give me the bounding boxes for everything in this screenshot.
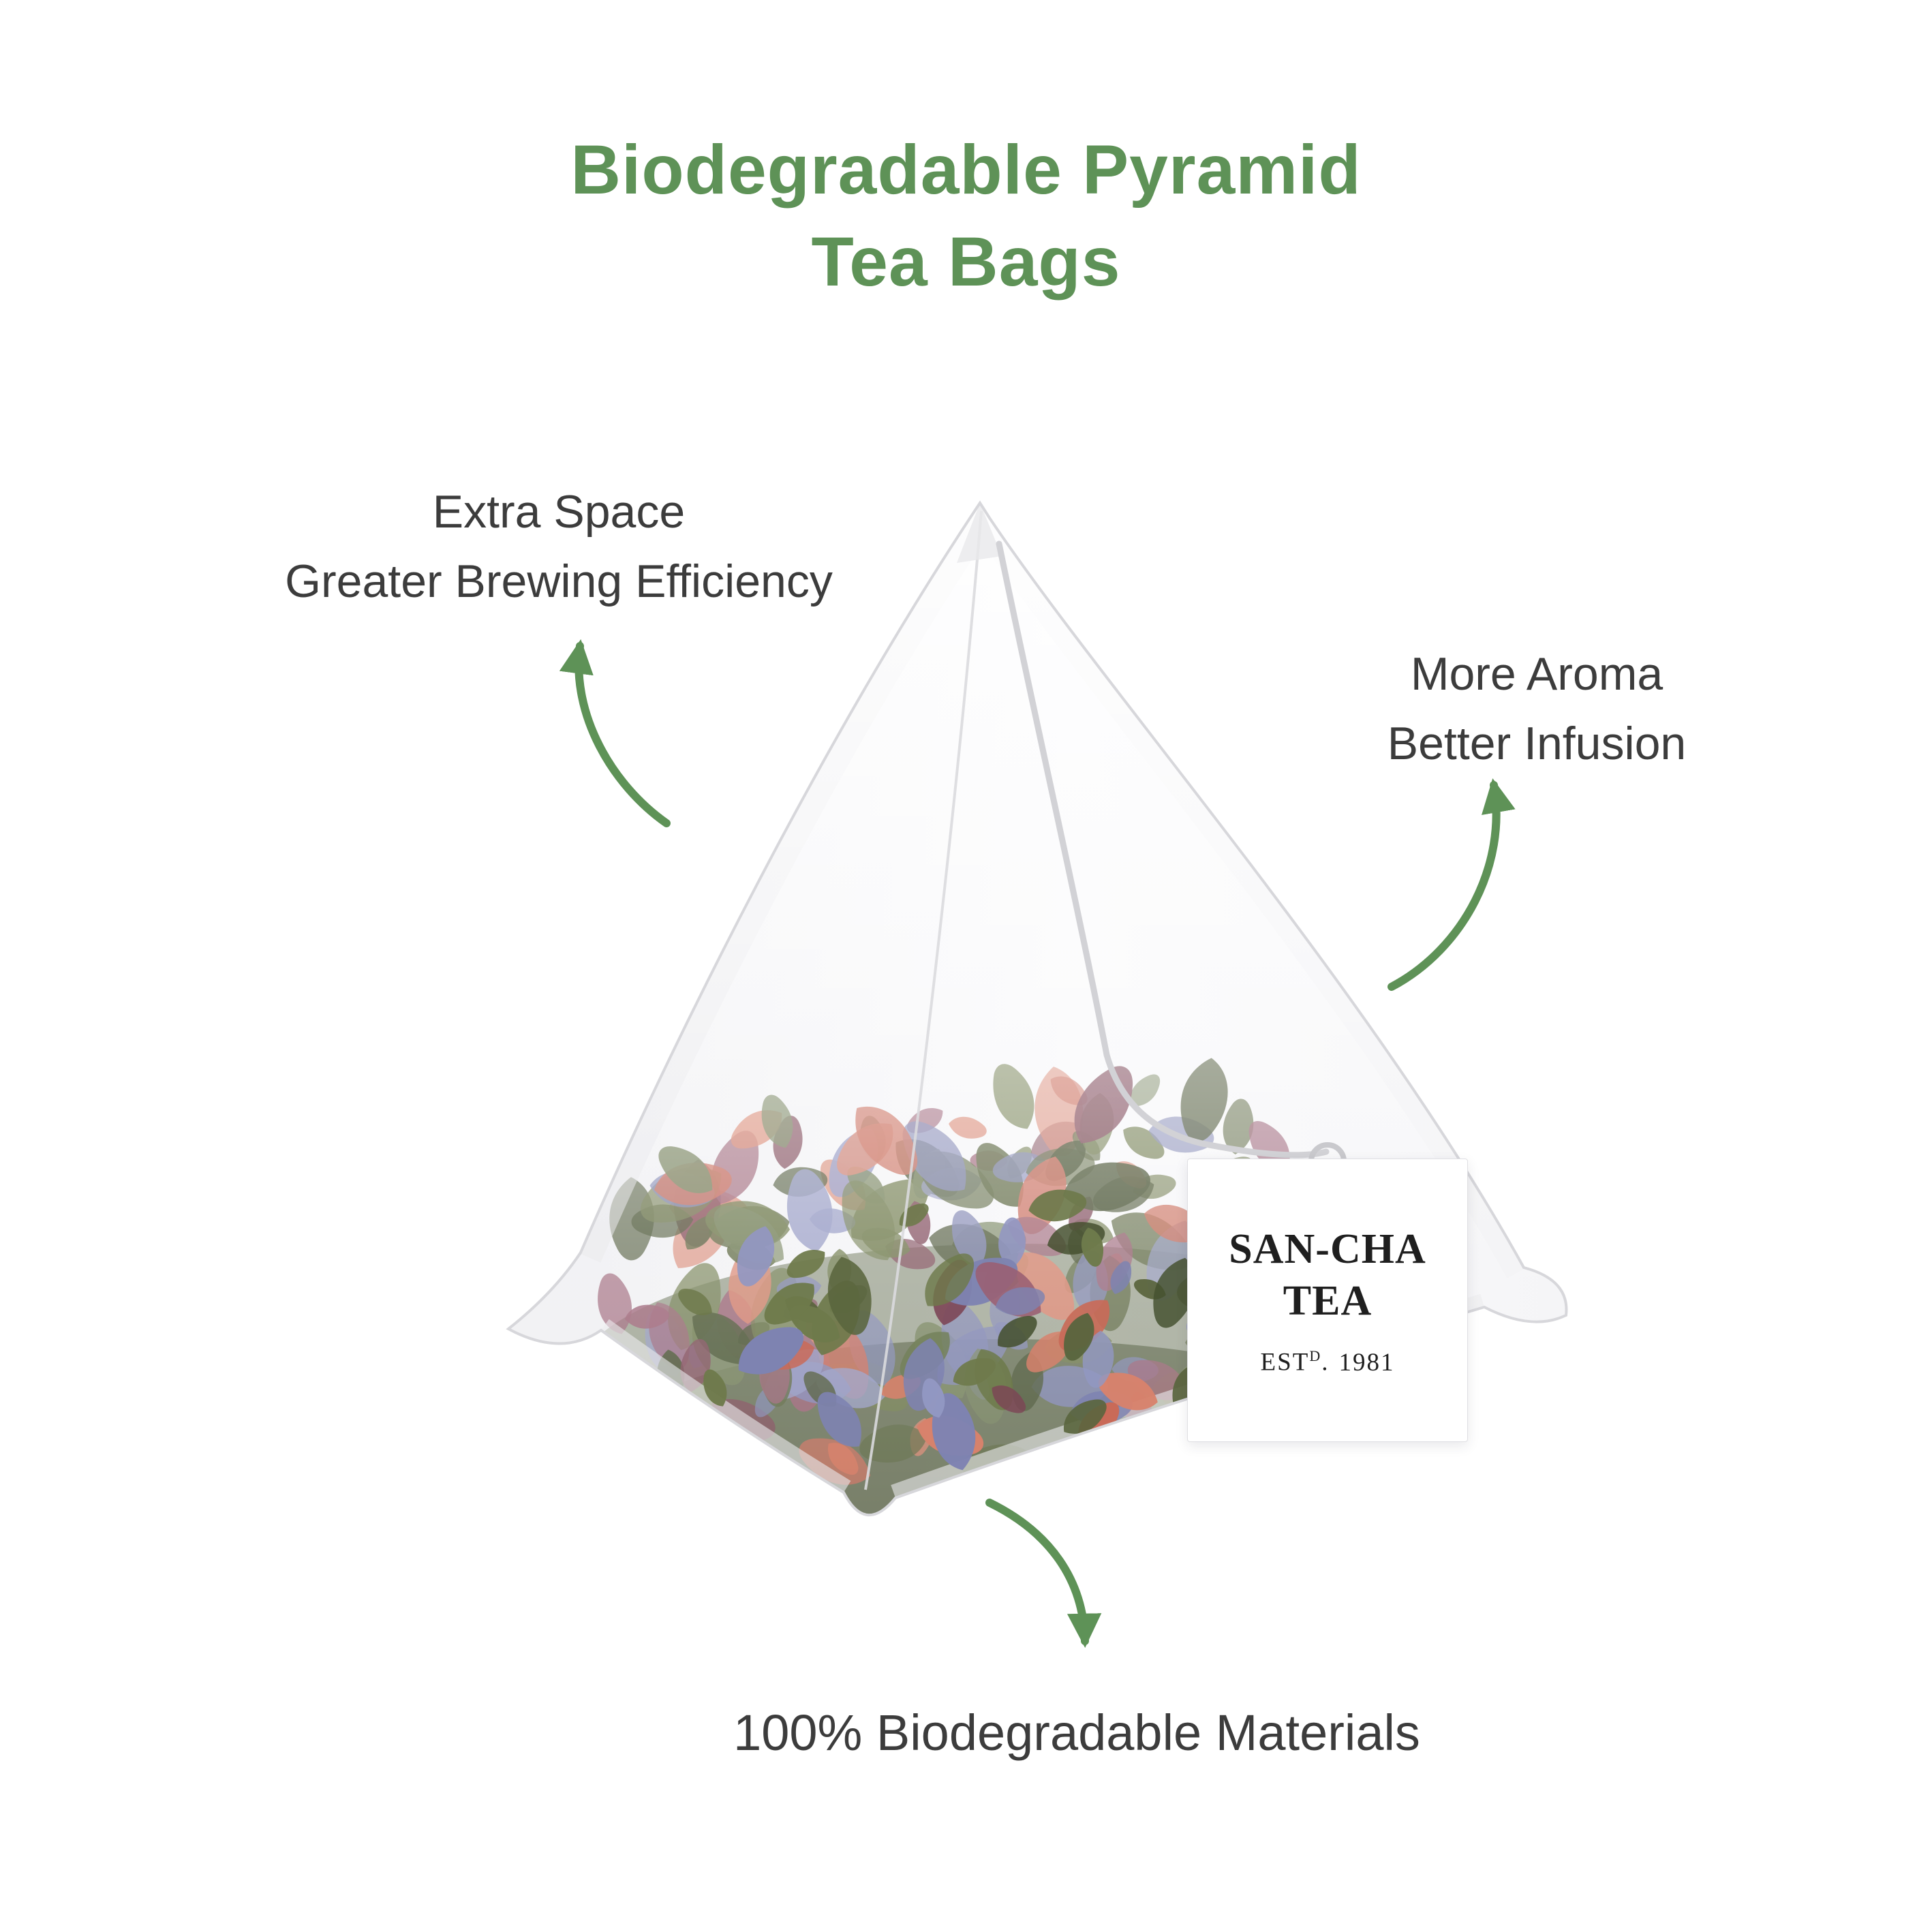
tea-leaf: [1088, 1420, 1167, 1509]
tag-est-prefix: EST: [1260, 1348, 1310, 1377]
annotation-biodegradable-text: 100% Biodegradable Materials: [733, 1704, 1420, 1761]
bag-outline: [506, 500, 1568, 1517]
tea-leaf: [1116, 1429, 1188, 1501]
tag-est-year: 1981: [1338, 1348, 1395, 1377]
annotation-extra-space-line-2: Greater Brewing Efficiency: [285, 555, 833, 607]
tea-leaf: [1059, 1443, 1144, 1505]
tea-leaf: [1065, 1464, 1120, 1495]
tea-tag: SAN-CHA TEA ESTD. 1981: [1187, 1159, 1468, 1442]
left-curved-arrow-icon: [559, 639, 671, 827]
tag-brand-line-2: TEA: [1283, 1278, 1373, 1325]
tea-leaf: [1131, 1447, 1174, 1498]
bottom-curved-arrow-icon: [985, 1499, 1102, 1649]
bag-front-crease: [864, 510, 983, 1490]
tea-leaf: [1111, 1432, 1150, 1459]
tea-leaf: [1085, 1450, 1148, 1486]
title-line-2: Tea Bags: [811, 223, 1121, 301]
annotation-more-aroma-line-2: Better Infusion: [1387, 718, 1687, 769]
tea-leaf: [1056, 1450, 1089, 1492]
annotation-biodegradable-materials: 100% Biodegradable Materials: [395, 1698, 1758, 1768]
title-line-1: Biodegradable Pyramid: [570, 131, 1362, 209]
bag-apex-fold: [957, 503, 1002, 563]
annotation-extra-space: Extra Space Greater Brewing Efficiency: [102, 477, 1015, 616]
tag-brand-line-1: SAN-CHA: [1229, 1226, 1426, 1273]
annotation-more-aroma-line-1: More Aroma: [1410, 648, 1663, 700]
annotation-more-aroma: More Aroma Better Infusion: [1261, 639, 1813, 778]
right-curved-arrow-icon: [1387, 778, 1516, 991]
tag-est-superscript: D: [1309, 1347, 1322, 1365]
annotation-extra-space-line-1: Extra Space: [432, 486, 686, 538]
tea-bag-string: [996, 540, 1330, 1159]
tag-established-line: ESTD. 1981: [1261, 1347, 1395, 1377]
page-title: Biodegradable Pyramid Tea Bags: [0, 124, 1932, 308]
tag-est-dot: .: [1321, 1348, 1330, 1377]
